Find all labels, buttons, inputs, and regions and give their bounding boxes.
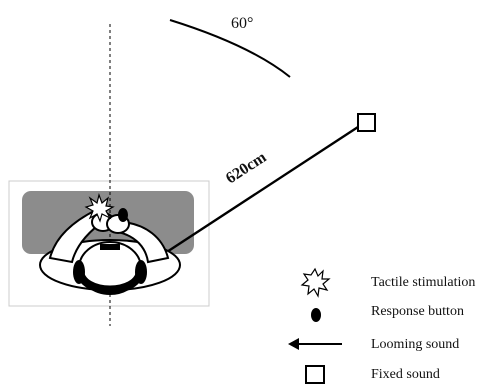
filled-ellipse-icon	[311, 308, 321, 322]
legend: Tactile stimulation Response button Loom…	[288, 267, 475, 384]
right-ear-cup	[135, 260, 147, 284]
angle-arc	[169, 19, 291, 78]
starburst-icon	[300, 267, 331, 298]
left-ear-cup	[73, 260, 85, 284]
legend-label-looming: Looming sound	[371, 337, 459, 352]
legend-label-tactile: Tactile stimulation	[371, 275, 475, 290]
distance-label: 620cm	[223, 149, 270, 188]
left-arrow-icon	[288, 338, 299, 350]
legend-label-fixed: Fixed sound	[371, 367, 440, 382]
tactile-stimulation-marker	[84, 192, 115, 223]
fixed-sound-source	[357, 113, 376, 132]
open-square-icon	[305, 365, 325, 384]
participant-area-frame	[8, 180, 210, 307]
legend-label-button: Response button	[371, 304, 464, 319]
participant-nose	[100, 244, 120, 250]
angle-label: 60°	[231, 15, 253, 32]
response-button-marker	[118, 208, 128, 222]
looming-sound-path	[149, 125, 359, 265]
